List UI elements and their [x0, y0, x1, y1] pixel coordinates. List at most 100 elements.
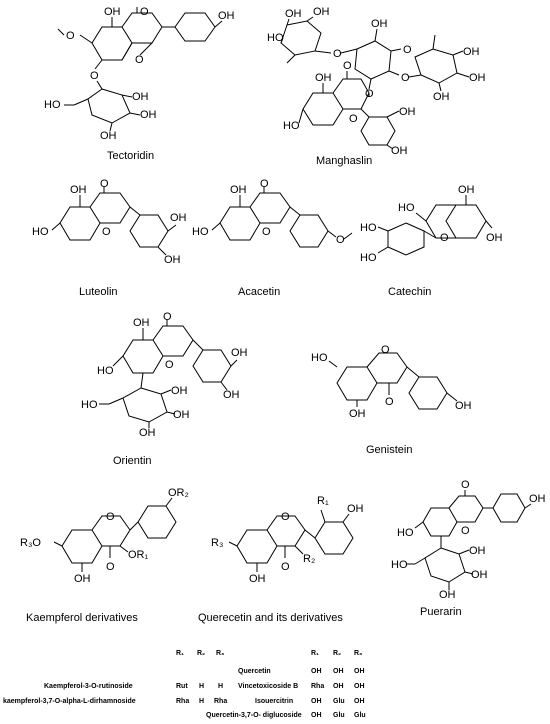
quercetin-row-r2: OH — [333, 668, 344, 675]
quercetin-row-r2: OH — [333, 683, 344, 690]
compound-name-acacetin: Acacetin — [238, 286, 281, 298]
kaempferol-row-r3: Rha — [214, 698, 228, 705]
atom-label: O — [135, 54, 144, 66]
atom-label: O — [343, 60, 352, 72]
atom-label: OH — [349, 408, 366, 420]
atom-label: OH — [347, 503, 364, 515]
compound-name-quercetin: Querecetin and its derivatives — [198, 612, 343, 624]
atom-label: O — [100, 178, 109, 190]
atom-label: OH — [399, 106, 416, 118]
atom-label: O — [281, 511, 290, 523]
atom-label: O — [349, 113, 358, 125]
atom-label: O — [140, 6, 149, 18]
atom-label: OH — [171, 385, 188, 397]
atom-label: O — [385, 396, 394, 408]
atom-label: O — [401, 72, 410, 84]
atom-label: O — [90, 70, 99, 82]
atom-label: OH — [529, 493, 546, 505]
tectoridin-structure: O O OH OH O O OH OH OH HO — [44, 6, 235, 142]
atom-label: HO — [360, 252, 377, 264]
genistein-structure: O O HO OH OH — [311, 344, 472, 420]
atom-label: HO — [81, 399, 98, 411]
atom-label: OH — [469, 545, 486, 557]
atom-label: O — [461, 479, 470, 491]
compound-name-tectoridin: Tectoridin — [107, 150, 155, 162]
compound-name-orientin: Orientin — [113, 455, 152, 467]
kaempferol-header-r3: R₃ — [216, 650, 225, 657]
kaempferol-header-r1: R₁ — [176, 650, 184, 657]
quercetin-header-r1: R₁ — [311, 650, 319, 657]
atom-label: OH — [104, 6, 121, 18]
atom-label: OH — [74, 573, 91, 585]
atom-label: OH — [139, 427, 156, 439]
kaempferol-structure: O O OH R₃O OR₁ OR₂ — [20, 487, 189, 585]
atom-label: OH — [463, 46, 480, 58]
atom-label: OH — [173, 409, 190, 421]
atom-label: OR₁ — [128, 549, 149, 561]
atom-label: HO — [398, 202, 415, 214]
quercetin-row-r2: Glu — [333, 712, 345, 719]
atom-label: R₁ — [317, 495, 329, 507]
atom-label: OH — [231, 347, 248, 359]
acacetin-structure: O O OH HO O — [192, 178, 353, 248]
kaempferol-row-name: kaempferol-3,7-O-alpha-L-dirhamnoside — [3, 698, 136, 705]
atom-label: OH — [249, 573, 266, 585]
atom-label: HO — [44, 99, 61, 111]
atom-label: O — [262, 226, 271, 238]
quercetin-header-r2: R₂ — [333, 650, 342, 657]
kaempferol-row-r1: Rut — [176, 683, 188, 690]
quercetin-row-name: Quercetin — [238, 668, 271, 675]
atom-label: OH — [133, 317, 150, 329]
atom-label: OH — [391, 145, 408, 157]
atom-label: OH — [230, 184, 247, 196]
quercetin-row-r3: OH — [354, 698, 365, 705]
kaempferol-row-name: Kaempferol-3-O-rutinoside — [44, 683, 133, 690]
compound-name-puerarin: Puerarin — [420, 606, 462, 618]
atom-label: O — [336, 234, 345, 246]
quercetin-row-r1: OH — [311, 698, 322, 705]
quercetin-structure: O O OH R₃ R₂ R₁ OH — [211, 495, 364, 585]
manghaslin-structure: OH OH HO O OH O O O OH OH OH O OH O HO O… — [267, 6, 486, 157]
compound-name-luteolin: Luteolin — [79, 286, 118, 298]
atom-label: OH — [218, 10, 235, 22]
atom-label: OH — [285, 8, 302, 20]
quercetin-row-r3: Glu — [354, 712, 366, 719]
atom-label: OH — [100, 130, 117, 142]
atom-label: OH — [70, 184, 87, 196]
atom-label: R₂ — [303, 553, 315, 565]
atom-label: OH — [371, 18, 388, 30]
quercetin-row-r1: Rha — [311, 683, 325, 690]
atom-label: O — [66, 30, 75, 42]
atom-label: OH — [223, 389, 240, 401]
atom-label: OH — [170, 212, 187, 224]
atom-label: OH — [455, 400, 472, 412]
atom-label: HO — [283, 120, 300, 132]
atom-label: HO — [311, 352, 328, 364]
atom-label: HO — [192, 226, 209, 238]
atom-label: OH — [140, 109, 157, 121]
atom-label: R₃ — [211, 537, 223, 549]
atom-label: O — [281, 561, 290, 573]
atom-label: OH — [132, 91, 149, 103]
atom-label: HO — [360, 222, 377, 234]
catechin-structure: OH OH O HO HO HO — [360, 184, 503, 264]
kaempferol-header-r2: R₂ — [197, 650, 206, 657]
atom-label: R₃O — [20, 537, 41, 549]
quercetin-row-name: Vincetoxicoside B — [238, 683, 299, 690]
atom-label: O — [106, 561, 115, 573]
atom-label: O — [461, 525, 470, 537]
atom-label: O — [106, 511, 115, 523]
quercetin-header-r3: R₃ — [354, 650, 363, 657]
atom-label: HO — [32, 226, 49, 238]
atom-label: OH — [486, 232, 503, 244]
atom-label: OH — [313, 6, 330, 18]
orientin-structure: O O OH HO OH OH OH OH OH HO — [81, 311, 248, 439]
atom-label: O — [440, 232, 449, 244]
kaempferol-row-r3: H — [218, 683, 224, 690]
quercetin-row-r1: OH — [311, 712, 322, 719]
compound-name-catechin: Catechin — [388, 286, 432, 298]
kaempferol-row-r1: Rha — [176, 698, 190, 705]
atom-label: HO — [391, 559, 408, 571]
atom-label: O — [102, 226, 111, 238]
compound-name-genistein: Genistein — [366, 444, 413, 456]
